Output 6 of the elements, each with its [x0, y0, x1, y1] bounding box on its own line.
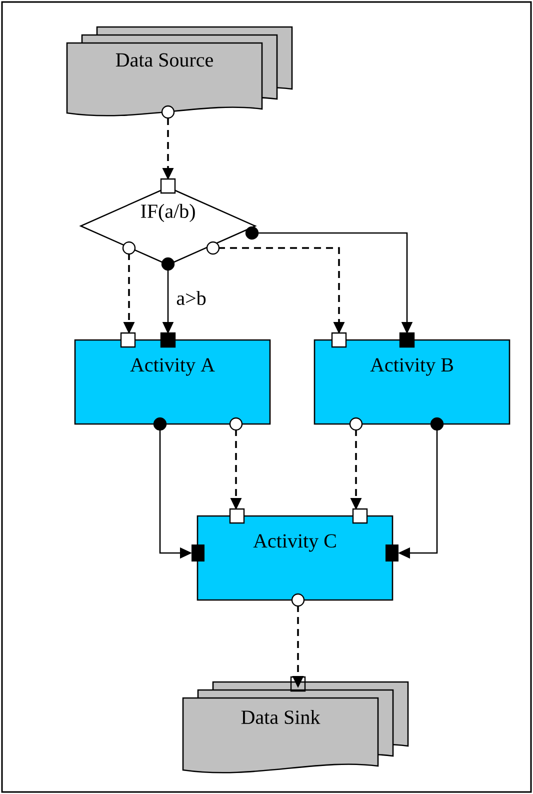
document-stack: Data Source — [66, 26, 293, 116]
document-stack: Data Sink — [182, 681, 409, 774]
process-box: Activity B — [314, 339, 510, 425]
process-box: Activity C — [196, 515, 394, 601]
process-box: Activity A — [74, 339, 271, 425]
edge-label: a>b — [175, 290, 208, 306]
